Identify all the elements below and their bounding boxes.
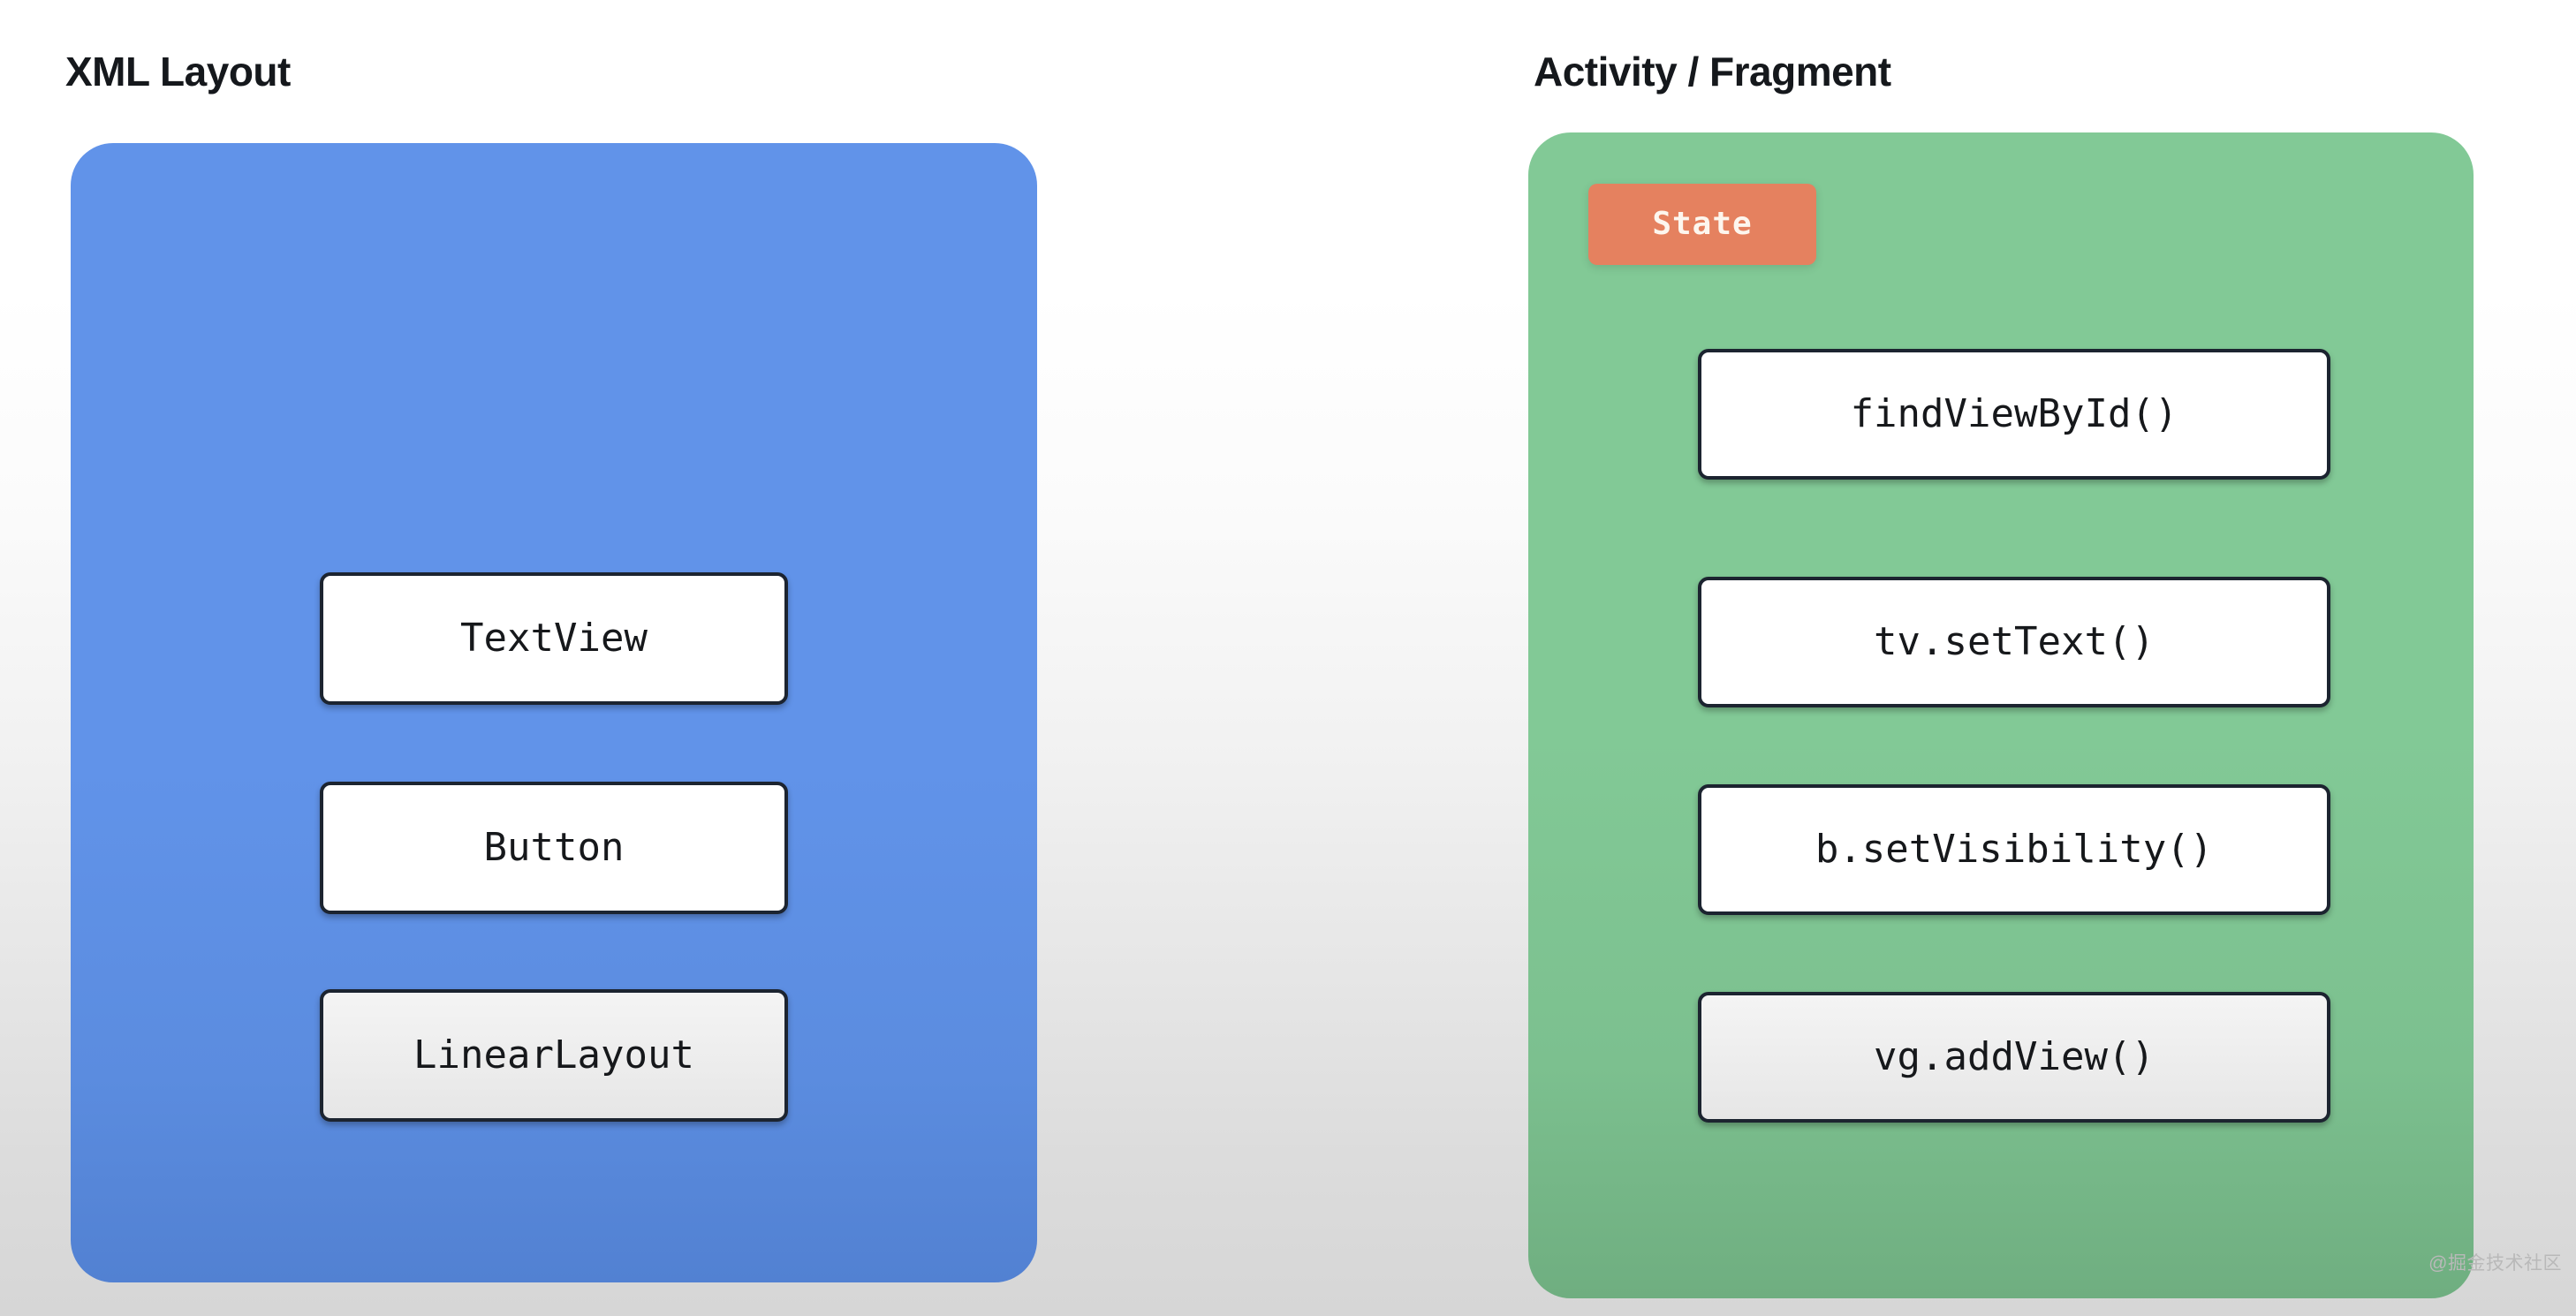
activity-fragment-panel	[1528, 132, 2474, 1298]
node-button-label: Button	[483, 825, 625, 870]
node-settext-label: tv.setText()	[1874, 619, 2155, 664]
node-textview[interactable]: TextView	[320, 572, 788, 705]
xml-layout-title: XML Layout	[65, 49, 291, 95]
state-badge-label: State	[1652, 206, 1753, 242]
node-addview[interactable]: vg.addView()	[1698, 992, 2330, 1123]
node-textview-label: TextView	[460, 616, 648, 661]
node-linearlayout-label: LinearLayout	[413, 1032, 694, 1078]
node-linearlayout[interactable]: LinearLayout	[320, 989, 788, 1122]
activity-fragment-title: Activity / Fragment	[1534, 49, 1891, 95]
node-findviewbyid[interactable]: findViewById()	[1698, 349, 2330, 480]
state-badge: State	[1588, 184, 1816, 265]
node-setvisibility[interactable]: b.setVisibility()	[1698, 784, 2330, 915]
node-findviewbyid-label: findViewById()	[1850, 391, 2178, 436]
node-addview-label: vg.addView()	[1874, 1034, 2155, 1079]
node-settext[interactable]: tv.setText()	[1698, 577, 2330, 707]
node-button[interactable]: Button	[320, 782, 788, 914]
node-setvisibility-label: b.setVisibility()	[1815, 827, 2214, 872]
watermark: @掘金技术社区	[2428, 1253, 2562, 1274]
